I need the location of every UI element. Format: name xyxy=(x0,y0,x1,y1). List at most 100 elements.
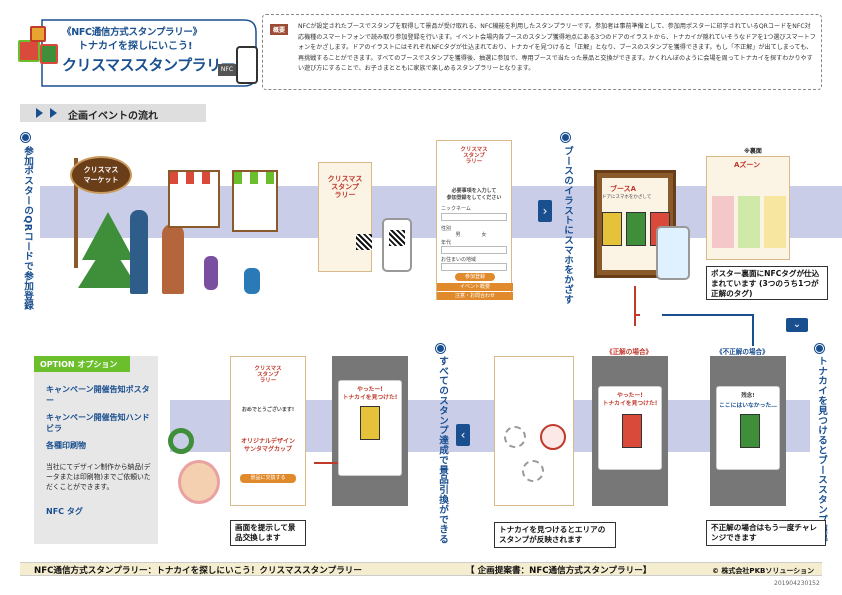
child-illustration xyxy=(204,256,218,290)
nfc-badge: NFC xyxy=(218,64,236,76)
smartphone-illustration xyxy=(656,226,690,280)
prize-button[interactable]: 景品に交換する xyxy=(240,474,296,483)
stamp-note: トナカイを見つけるとエリアのスタンプが反映されます xyxy=(494,522,616,548)
register-title: クリスマス スタンプ ラリー xyxy=(460,147,488,165)
step-dot xyxy=(436,344,445,353)
market-stall-illustration xyxy=(168,170,220,228)
wreath-icon xyxy=(168,428,194,454)
door-icon xyxy=(740,414,760,448)
smartphone-illustration xyxy=(382,218,412,272)
step-label-prize: すべてのスタンプ達成で景品引換ができる xyxy=(437,356,448,545)
wrong-message: ここにはいなかった… xyxy=(719,403,777,409)
wrong-label: 《不正解の場合》 xyxy=(716,348,769,356)
option-item-print: 各種印刷物 xyxy=(46,441,86,450)
christmas-tree-icon xyxy=(78,240,138,288)
header-title: クリスマススタンプラリー xyxy=(62,56,236,74)
prize-note: 画面を提示して景品交換します xyxy=(230,520,306,546)
nfc-tag-icon xyxy=(764,196,786,248)
chevron-down-icon: ⌄ xyxy=(786,318,808,332)
gender-female[interactable]: 女 xyxy=(481,232,487,238)
wrong-heading: 残念! xyxy=(741,393,755,399)
section-title: 企画イベントの流れ xyxy=(68,111,158,122)
gender-male[interactable]: 男 xyxy=(455,232,461,238)
booth-prompt: ドアにスマホをかざして xyxy=(602,195,652,200)
option-item-nfc: NFC タグ xyxy=(46,507,83,516)
prize-title: クリスマス スタンプ ラリー xyxy=(254,366,282,384)
area-select[interactable] xyxy=(441,263,507,271)
wrong-note: 不正解の場合はもう一度チャレンジできます xyxy=(706,520,826,546)
booth-back-label: ※裏面 xyxy=(744,148,762,155)
arrow-line-red xyxy=(634,314,640,316)
poster-title: クリスマス スタンプ ラリー xyxy=(327,175,363,199)
booth-note: ポスター裏面にNFCタグが仕込まれています (3つのうち1つが正解のタグ) xyxy=(706,266,828,300)
overview-tag: 概要 xyxy=(270,24,289,35)
sign-line-1: クリスマス xyxy=(83,166,119,174)
chevron-right-icon: › xyxy=(538,200,552,222)
step-dot xyxy=(561,133,570,142)
poster-card: クリスマス スタンプ ラリー xyxy=(318,162,372,272)
age-select[interactable] xyxy=(441,246,507,254)
gender-label: 性別 xyxy=(441,226,452,232)
stamp-icon xyxy=(522,460,544,482)
overview-text: NFCが設定されたブースでスタンプを取得して景品が受け取れる、NFC機能を利用し… xyxy=(298,23,816,72)
age-label: 年代 xyxy=(441,240,452,246)
nickname-input[interactable] xyxy=(441,213,507,221)
footer-left: NFC通信方式スタンプラリー：トナカイを探しにいこう！クリスマススタンプラリー xyxy=(34,566,362,576)
smartphone-icon xyxy=(236,46,258,84)
submit-button[interactable]: 参加登録 xyxy=(455,273,495,281)
market-sign: クリスマス マーケット xyxy=(70,156,132,194)
option-note: 当社にてデザイン制作から納品(データまたは印刷物)までご依頼いただくことができま… xyxy=(46,463,151,491)
arrow-line-red xyxy=(314,462,338,464)
market-cart-illustration xyxy=(232,170,278,232)
child-illustration xyxy=(244,268,260,294)
chevron-left-icon: ‹ xyxy=(456,424,470,446)
door-icon xyxy=(360,406,380,440)
area-label: お住まいの地域 xyxy=(441,257,477,263)
door-icon[interactable] xyxy=(602,212,622,246)
sign-line-2: マーケット xyxy=(83,176,119,184)
option-item-flyer: キャンペーン開催告知ハンドビラ xyxy=(46,413,150,433)
event-info-link[interactable]: イベント概要 xyxy=(437,283,513,291)
correct-label: 《正解の場合》 xyxy=(606,348,653,356)
arrow-line-red xyxy=(634,286,636,326)
footer-code: 201904230152 xyxy=(774,580,820,587)
step-label-tap: ブースのイラストにスマホをかざす xyxy=(562,146,573,305)
step-label-register: 参加ポスターのQRコードで参加登録 xyxy=(22,146,33,311)
footer-right: © 株式会社PKBソリューション xyxy=(712,567,815,575)
gift-icon xyxy=(18,40,40,62)
nfc-tag-icon xyxy=(712,196,734,248)
qr-code-icon xyxy=(356,234,372,250)
door-icon[interactable] xyxy=(626,212,646,246)
correct-message: やったー! トナカイを見つけた! xyxy=(602,393,658,407)
step-dot xyxy=(21,133,30,142)
header-line-1: 《NFC通信方式スタンプラリー》 xyxy=(62,27,202,38)
step-dot xyxy=(815,344,824,353)
footer-bar xyxy=(20,562,822,576)
section-bar xyxy=(20,104,206,122)
register-heading: 必要事項を入力して 参加登録をしてください xyxy=(446,188,502,201)
stamp-icon xyxy=(504,426,526,448)
gift-icon xyxy=(30,26,46,42)
stamp-icon xyxy=(540,424,566,450)
option-head: OPTION オプション xyxy=(34,356,130,372)
family-illustration xyxy=(162,224,184,294)
booth-name: ブースA xyxy=(610,185,637,193)
step-label-stamp: トナカイを見つけるとブーススタンプ獲得 xyxy=(816,356,827,545)
register-screen: クリスマス スタンプ ラリー 必要事項を入力して 参加登録をしてください ニック… xyxy=(436,140,513,300)
wrong-popup xyxy=(716,386,780,470)
found-message: やったー! トナカイを見つけた! xyxy=(342,387,398,401)
footer-center: 【 企画提案書：NFC通信方式スタンプラリー】 xyxy=(466,566,652,576)
arrow-line-blue xyxy=(752,314,754,346)
option-panel xyxy=(34,356,158,544)
header-line-2: トナカイを探しにいこう! xyxy=(78,41,193,52)
signpost-pole xyxy=(74,158,78,268)
overview-panel xyxy=(262,14,822,90)
family-illustration xyxy=(130,210,148,294)
arrow-line-blue xyxy=(662,314,754,316)
gift-icon xyxy=(40,44,58,64)
arrow-icon xyxy=(50,108,57,118)
nfc-tag-icon xyxy=(738,196,760,248)
tips-link[interactable]: 注意・お問合わせ xyxy=(437,292,513,300)
prize-gift: オリジナルデザイン サンタマグカップ xyxy=(240,438,295,453)
option-item-poster: キャンペーン開催告知ポスター xyxy=(46,385,150,405)
